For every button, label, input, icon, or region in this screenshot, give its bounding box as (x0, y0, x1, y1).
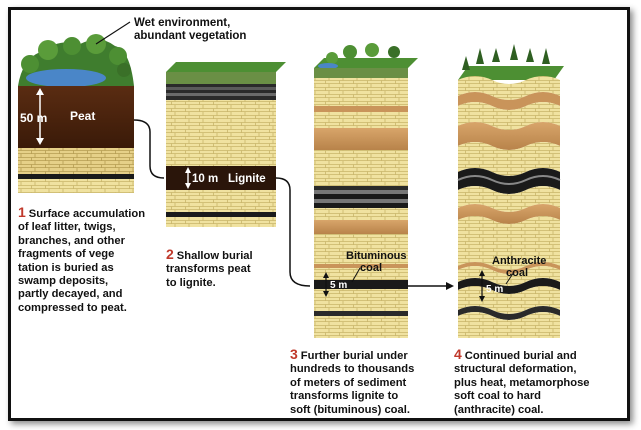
stage-1-number: 1 (18, 204, 26, 220)
lignite-layer (166, 166, 276, 190)
stage-4-line: (anthracite) coal. (454, 403, 544, 416)
bituminous-thickness-label: 5 m (330, 280, 347, 291)
anthracite-layer (458, 278, 560, 294)
column-peat (18, 34, 134, 193)
stage-3-line: soft (bituminous) coal. (290, 403, 410, 416)
stage-2-line: transforms peat (166, 263, 251, 276)
stage-2-number: 2 (166, 246, 174, 262)
bituminous-label-line1: Bituminous (346, 250, 407, 262)
stage-1-line: compressed to peat. (18, 301, 127, 314)
stage-4-line: Continued burial and (464, 350, 577, 362)
peat-layer (18, 86, 134, 148)
stage-3-line: transforms lignite to (290, 390, 399, 403)
bituminous-label-line2: coal (360, 262, 382, 274)
swamp-water (26, 69, 106, 87)
stage-2-line: Shallow burial (176, 250, 253, 262)
stage-1-line: branches, and other (18, 234, 125, 247)
vegetation-label-line1: Wet environment, (134, 17, 230, 29)
column-lignite (166, 62, 286, 227)
peat-label: Peat (70, 109, 95, 123)
vegetation-label-line2: abundant vegetation (134, 30, 246, 42)
stage-4-number: 4 (454, 346, 462, 362)
stage-1-line: Surface accumulation (28, 208, 146, 220)
stage-4-line: plus heat, metamorphose (454, 376, 590, 389)
stage-3-line: Further burial under (300, 350, 408, 362)
peat-thickness-label: 50 m (20, 111, 47, 125)
bituminous-layer (314, 280, 408, 289)
stage-1-line: fragments of vege (18, 248, 115, 261)
column-anthracite (457, 44, 564, 338)
stage-4-line: structural deformation, (454, 363, 577, 376)
stage-3-line: of meters of sediment (290, 376, 407, 389)
stage-3-line: hundreds to thousands (290, 363, 415, 376)
connector-peat-lignite (133, 119, 165, 179)
stage-4-line: soft coal to hard (454, 390, 542, 403)
arrow-head-icon (446, 282, 454, 290)
connector-lignite-bituminous (275, 177, 311, 287)
stage-3-number: 3 (290, 346, 298, 362)
stage-1-line: partly decayed, and (18, 288, 123, 301)
stage-2-line: to lignite. (166, 276, 216, 289)
anthracite-label-line1: Anthracite (492, 255, 546, 267)
lignite-label: Lignite (228, 173, 266, 185)
anthracite-thickness-label: 5 m (486, 284, 503, 295)
stage-1-line: tation is buried as (18, 261, 114, 274)
lignite-thickness-label: 10 m (192, 173, 218, 185)
stage-1-line: of leaf litter, twigs, (18, 221, 116, 234)
leader-vegetation (95, 21, 131, 45)
anthracite-label-line2: coal (506, 267, 528, 279)
stage-1-line: swamp deposits, (18, 275, 109, 288)
column-bituminous (314, 43, 418, 338)
